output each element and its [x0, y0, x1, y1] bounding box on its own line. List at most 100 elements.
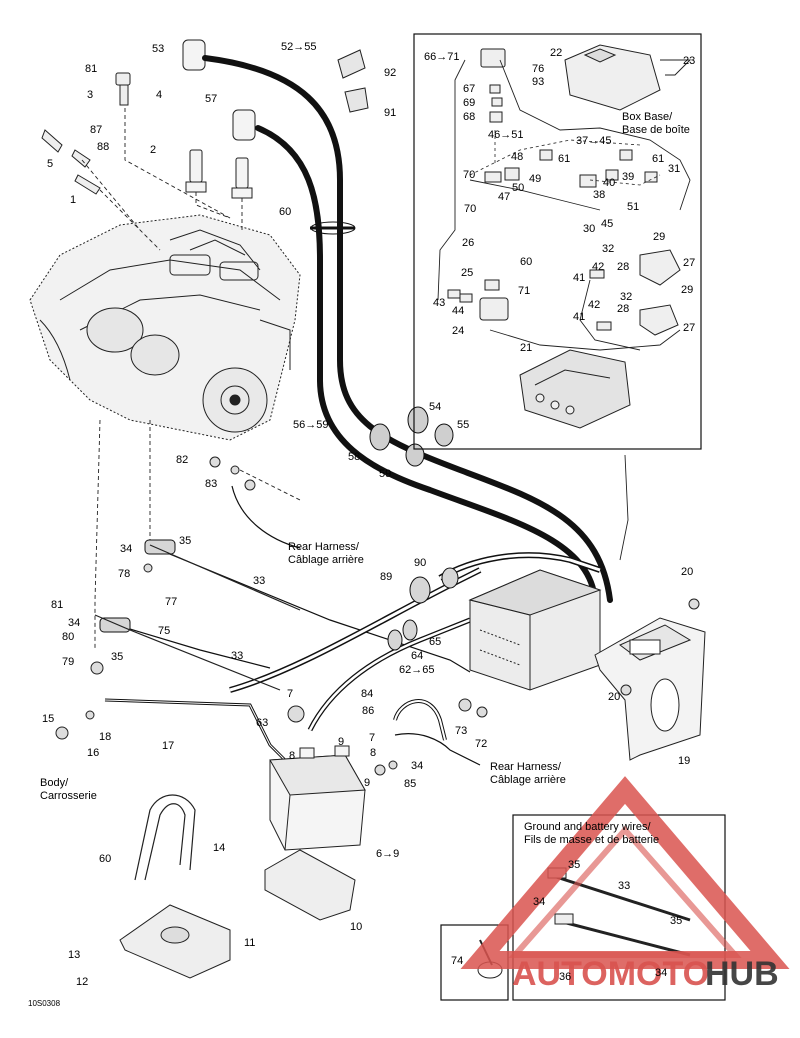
label-7b: 7	[369, 732, 375, 744]
label-19: 19	[678, 755, 690, 767]
harness-connectors	[99, 539, 459, 651]
rear-harness-note-1-line2: Câblage arrière	[288, 554, 364, 566]
battery-trays	[119, 849, 356, 979]
watermark-logo: AUTOMOTO HUB	[460, 776, 790, 993]
module-box-parts	[447, 44, 692, 429]
box-base-note-line2: Base de boîte	[622, 124, 690, 136]
label-2: 2	[150, 144, 156, 156]
label-70a: 70	[463, 169, 475, 181]
mounting-bracket	[594, 617, 706, 761]
label-41a: 41	[573, 272, 585, 284]
label-45: 45	[601, 218, 613, 230]
module-box-dashes	[469, 130, 661, 186]
battery-strap	[134, 794, 196, 881]
label-65: 65	[429, 636, 441, 648]
label-33b: 33	[231, 650, 243, 662]
label-30: 30	[583, 223, 595, 235]
label-34e: 34	[655, 967, 667, 979]
label-50: 50	[512, 182, 524, 194]
label-49: 49	[529, 173, 541, 185]
cdi-box-detail	[479, 629, 521, 666]
label-18: 18	[99, 731, 111, 743]
label-85: 85	[404, 778, 416, 790]
label-35d: 35	[670, 915, 682, 927]
label-15: 15	[42, 713, 54, 725]
label-5: 5	[47, 158, 53, 170]
module-box-wires	[437, 59, 691, 561]
label-10: 10	[350, 921, 362, 933]
label-54: 54	[429, 401, 441, 413]
label-32a: 32	[602, 243, 614, 255]
rear-harness-note-2-line1: Rear Harness/	[490, 761, 562, 773]
leader-lines-engine	[81, 108, 301, 650]
label-38: 38	[593, 189, 605, 201]
label-43: 43	[433, 297, 445, 309]
label-34b: 34	[68, 617, 80, 629]
label-7a: 7	[287, 688, 293, 700]
label-41b: 41	[573, 311, 585, 323]
label-33a: 33	[253, 575, 265, 587]
label-46: 46→51	[488, 129, 523, 141]
label-47: 47	[498, 191, 510, 203]
label-16: 16	[87, 747, 99, 759]
label-44: 44	[452, 305, 464, 317]
label-48: 48	[511, 151, 523, 163]
label-79: 79	[62, 656, 74, 668]
label-90: 90	[414, 557, 426, 569]
label-28a: 28	[617, 261, 629, 273]
label-34d: 34	[533, 896, 545, 908]
label-92: 92	[384, 67, 396, 79]
label-8b: 8	[289, 750, 295, 762]
label-35b: 35	[111, 651, 123, 663]
label-20b: 20	[608, 691, 620, 703]
label-60b: 60	[520, 256, 532, 268]
label-37: 37→45	[576, 135, 611, 147]
label-61b: 61	[652, 153, 664, 165]
ignition-cables	[202, 55, 613, 603]
label-14: 14	[213, 842, 225, 854]
label-26: 26	[462, 237, 474, 249]
watermark-text-red: AUTOMOTO	[512, 955, 709, 993]
label-56: 56→59	[293, 419, 328, 431]
label-57: 57	[205, 93, 217, 105]
label-9b: 9	[364, 777, 370, 789]
label-3: 3	[87, 89, 93, 101]
label-20a: 20	[681, 566, 693, 578]
inset-title-line1: Ground and battery wires/	[524, 821, 652, 833]
label-52: 52→55	[281, 41, 316, 53]
label-17: 17	[162, 740, 174, 752]
harness-wires	[99, 485, 601, 766]
label-63: 63	[256, 717, 268, 729]
label-82: 82	[176, 454, 188, 466]
body-note-line1: Body/	[40, 777, 69, 789]
label-40: 40	[603, 177, 615, 189]
label-58: 58	[348, 451, 360, 463]
label-61a: 61	[558, 153, 570, 165]
label-80: 80	[62, 631, 74, 643]
label-28b: 28	[617, 303, 629, 315]
label-68: 68	[463, 111, 475, 123]
battery	[269, 745, 366, 851]
label-4: 4	[156, 89, 162, 101]
label-81a: 81	[85, 63, 97, 75]
label-6: 6→9	[376, 848, 399, 860]
cdi-box	[468, 569, 602, 691]
label-51: 51	[627, 201, 639, 213]
label-73: 73	[455, 725, 467, 737]
spark-plugs	[182, 39, 256, 199]
label-59: 59	[379, 468, 391, 480]
label-21: 21	[520, 342, 532, 354]
sensor-parts	[41, 72, 131, 195]
label-78: 78	[118, 568, 130, 580]
label-35c: 35	[568, 859, 580, 871]
rear-harness-note-2-line2: Câblage arrière	[490, 774, 566, 786]
label-39: 39	[622, 171, 634, 183]
text-notes: Rear Harness/ Câblage arrière Rear Harne…	[28, 111, 690, 1008]
label-64: 64	[411, 650, 423, 662]
label-33c: 33	[618, 880, 630, 892]
label-13: 13	[68, 949, 80, 961]
label-62: 62→65	[399, 664, 434, 676]
label-74: 74	[451, 955, 463, 967]
label-76: 76	[532, 63, 544, 75]
